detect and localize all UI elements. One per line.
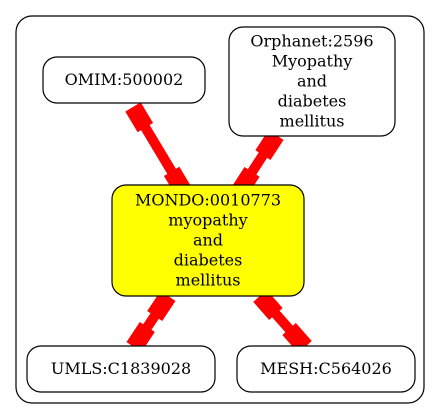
node-mondo-box [111,184,305,297]
edge-orphanet-mondo [231,130,284,197]
cluster-border [15,15,425,404]
node-mesh[interactable]: MESH:C564026 [236,345,416,393]
edges-layer [125,102,312,353]
nodes-layer: OMIM:500002Orphanet:2596Myopathyanddiabe… [26,26,416,393]
node-omim[interactable]: OMIM:500002 [42,56,206,104]
node-orphanet-label-2: and [297,72,327,91]
node-orphanet-label-1: Myopathy [272,52,353,71]
node-mondo-label-4: mellitus [176,271,241,290]
node-mesh-label-0: MESH:C564026 [260,359,392,378]
node-orphanet-label-0: Orphanet:2596 [250,32,373,51]
node-orphanet-box [228,26,396,137]
node-umls[interactable]: UMLS:C1839028 [26,345,216,393]
node-omim-label-0: OMIM:500002 [65,70,184,89]
node-mondo-label-1: myopathy [168,211,247,230]
node-mondo-label-3: diabetes [174,251,243,270]
edge-mondo-umls [126,291,176,352]
node-mesh-box [236,345,416,393]
node-orphanet-label-3: diabetes [278,92,347,111]
node-orphanet-label-4: mellitus [280,112,345,131]
node-omim-box [42,56,206,104]
node-mondo-label-2: and [193,231,223,250]
edge-mondo-mesh [253,290,312,353]
node-mondo-label-0: MONDO:0010773 [135,191,281,210]
node-umls-box [26,345,216,393]
edge-omim-mondo [125,102,192,197]
node-umls-label-0: UMLS:C1839028 [51,359,191,378]
